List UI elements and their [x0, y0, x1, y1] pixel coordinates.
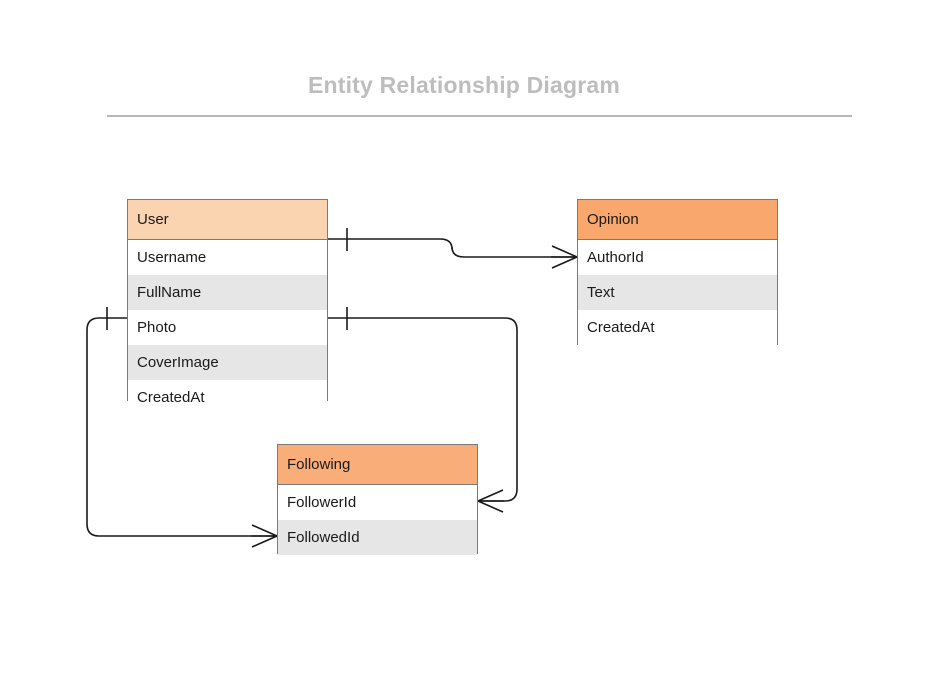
entity-opinion-attribute-createdat[interactable]: CreatedAt [578, 310, 777, 345]
crowsfoot-following-followedid [251, 524, 278, 548]
entity-opinion[interactable]: Opinion AuthorId Text CreatedAt [577, 199, 778, 345]
entity-opinion-title: Opinion [578, 200, 777, 240]
relationship-user-opinion [328, 228, 578, 269]
entity-user-attribute-username[interactable]: Username [128, 240, 327, 275]
title-divider [107, 115, 852, 117]
entity-opinion-attributes: AuthorId Text CreatedAt [578, 240, 777, 345]
entity-user-title: User [128, 200, 327, 240]
entity-following[interactable]: Following FollowerId FollowedId [277, 444, 478, 555]
crowsfoot-following-followerid [477, 489, 504, 513]
connector-line-user-opinion [328, 238, 577, 258]
entity-user-attribute-photo[interactable]: Photo [128, 310, 327, 345]
entity-user-attribute-createdat[interactable]: CreatedAt [128, 380, 327, 415]
entity-following-title: Following [278, 445, 477, 485]
crowsfoot-opinion-authorid [551, 245, 578, 269]
entity-opinion-attribute-text[interactable]: Text [578, 275, 777, 310]
entity-opinion-attribute-authorid[interactable]: AuthorId [578, 240, 777, 275]
entity-user-attribute-fullname[interactable]: FullName [128, 275, 327, 310]
entity-user-attributes: Username FullName Photo CoverImage Creat… [128, 240, 327, 415]
entity-user-attribute-coverimage[interactable]: CoverImage [128, 345, 327, 380]
entity-following-attribute-followerid[interactable]: FollowerId [278, 485, 477, 520]
page-title: Entity Relationship Diagram [307, 72, 621, 98]
entity-following-attributes: FollowerId FollowedId [278, 485, 477, 555]
entity-user[interactable]: User Username FullName Photo CoverImage … [127, 199, 328, 415]
entity-following-attribute-followedid[interactable]: FollowedId [278, 520, 477, 555]
